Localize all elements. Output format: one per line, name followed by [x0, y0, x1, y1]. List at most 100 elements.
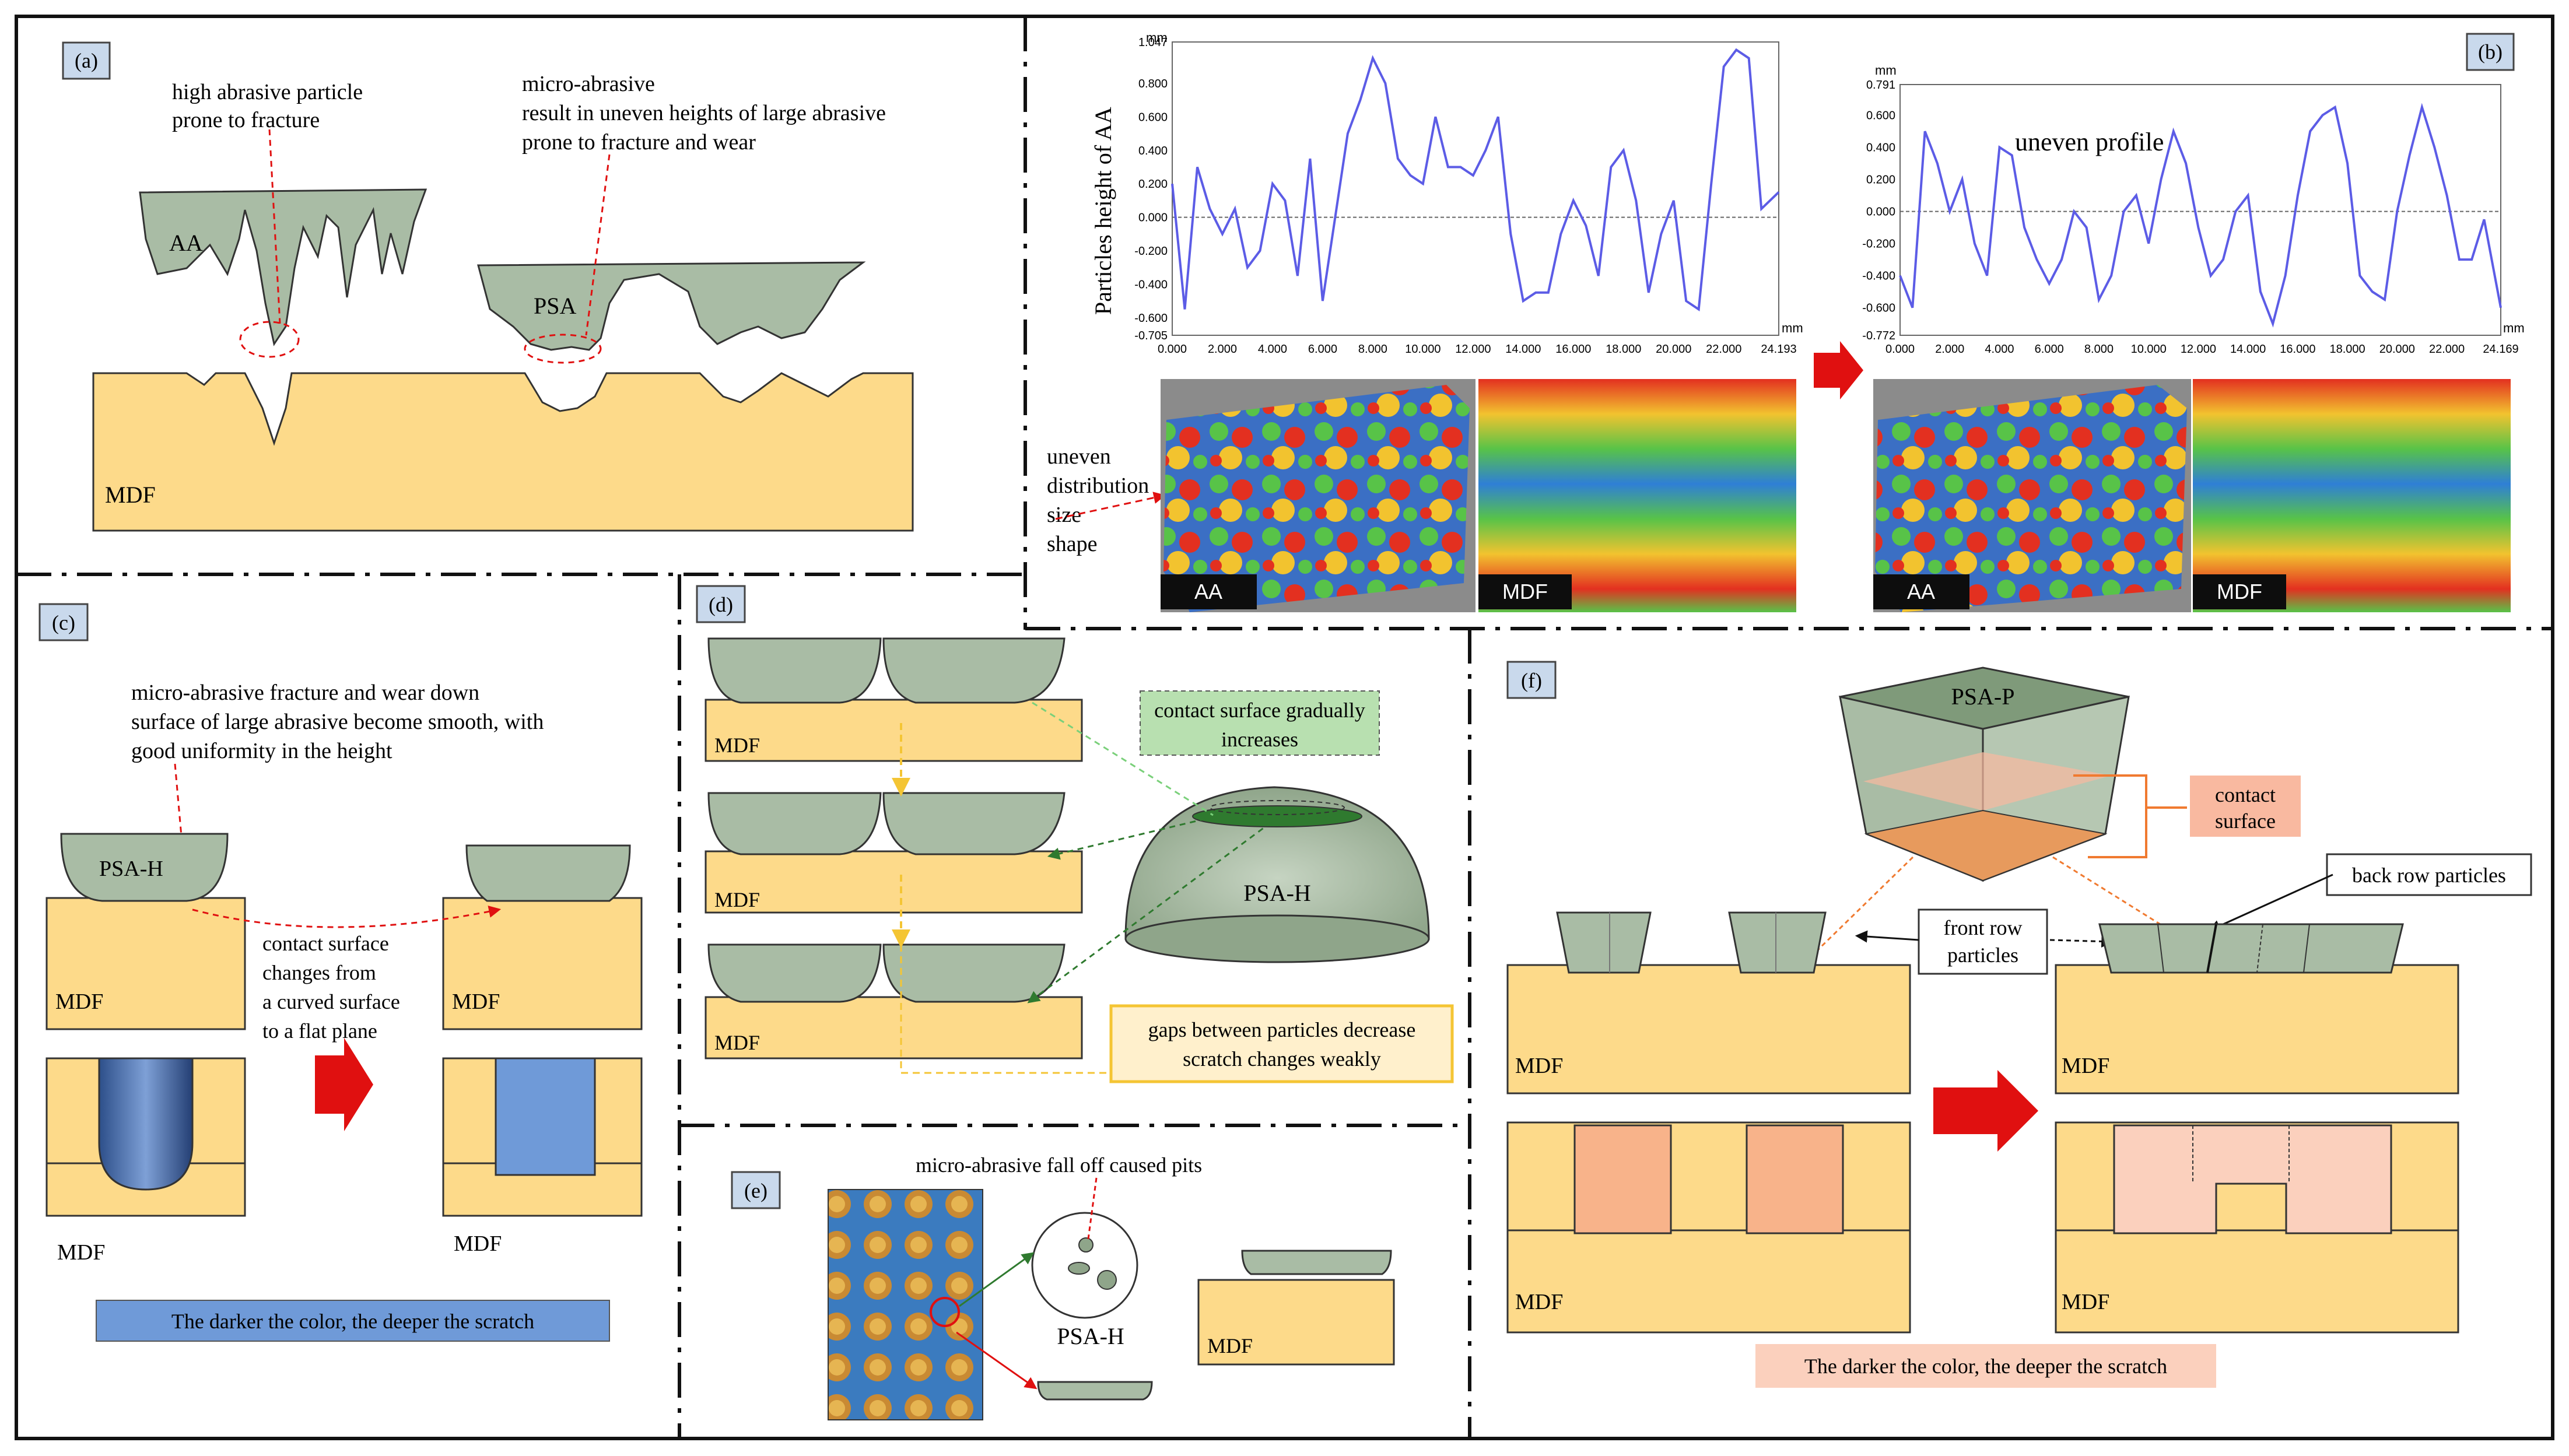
mdf-surface-after — [2193, 379, 2511, 612]
fracture-circle-2 — [524, 334, 602, 364]
c1-y-tick-label: -0.200 — [1134, 245, 1168, 258]
contact-callout-line1: contact surface gradually — [1154, 699, 1365, 722]
stage-1: MDF — [705, 637, 1083, 762]
abrasive-d1a — [707, 637, 882, 704]
panel-c-block-arrow — [315, 1038, 373, 1131]
c1-x-tick-label: 8.000 — [1358, 343, 1387, 356]
back-row-pointer — [2208, 873, 2333, 932]
outer-frame — [15, 15, 2554, 1440]
merged-scratch — [2113, 1124, 2392, 1234]
panel-a-note2-line3: prone to fracture and wear — [522, 130, 756, 155]
panel-b: (b) 1.0470.8000.6000.4000.2000.000-0.200… — [1047, 30, 2525, 612]
psa-p-label: PSA-P — [1951, 683, 2015, 710]
contact-line-3: a curved surface — [262, 990, 400, 1013]
psa-label: PSA — [534, 293, 576, 319]
pits-note-leader — [1087, 1177, 1098, 1240]
contact-ring-inner — [1210, 800, 1345, 815]
contact-pointer-3 — [1027, 821, 1272, 1004]
panel-c-note-line2: surface of large abrasive become smooth,… — [131, 710, 544, 734]
pit-3 — [1097, 1270, 1117, 1290]
c2-x-tick-label: 14.000 — [2230, 343, 2266, 356]
c2-x-tick-label: 0.000 — [1885, 343, 1915, 356]
front-row-pointer-right — [2049, 935, 2114, 948]
panel-c-note-line3: good uniformity in the height — [131, 739, 392, 763]
c1-x-tick-label: 0.000 — [1158, 343, 1187, 356]
contact-plane-mid — [1863, 752, 2111, 811]
panel-f: (f) PSA-P contact surface back row parti… — [1506, 661, 2532, 1388]
c1-x-tick-label: 20.000 — [1656, 343, 1691, 356]
pit-2 — [1068, 1262, 1090, 1275]
c1-y-tick-label: -0.705 — [1134, 329, 1168, 342]
stage-3: MDF — [705, 943, 1083, 1059]
contact-surface-line1: contact — [2215, 783, 2276, 806]
psa-h-particle-flat — [465, 844, 631, 902]
c1-x-tick-label: 6.000 — [1308, 343, 1337, 356]
c2-y-tick-label: 0.791 — [1866, 79, 1895, 92]
mdf-label-d2: MDF — [714, 888, 760, 911]
scratch-groove-2 — [1746, 1124, 1844, 1234]
abrasive-d3b — [882, 943, 1066, 1003]
mdf-label-f2: MDF — [2062, 1054, 2109, 1078]
zoom-pointer — [959, 1252, 1035, 1307]
c2-y-tick-label: -0.600 — [1862, 302, 1895, 315]
c2-y-tick-label: -0.400 — [1862, 270, 1895, 283]
chart-2-y-ticks: 0.7910.6000.4000.2000.000-0.200-0.400-0.… — [1862, 79, 1895, 342]
fracture-circle-1 — [239, 321, 300, 358]
mdf-tag-after-box — [2193, 574, 2286, 609]
merged-edge-4 — [2303, 924, 2310, 973]
c2-x-tick-label: 12.000 — [2181, 343, 2216, 356]
mdf-block-a — [92, 372, 914, 532]
c2-x-tick-label: 16.000 — [2280, 343, 2315, 356]
panel-a-note2-line2: result in uneven heights of large abrasi… — [522, 101, 886, 125]
contact-callout-line2: increases — [1221, 728, 1298, 751]
c1-x-tick-label: 4.000 — [1258, 343, 1287, 356]
panel-c-label: (c) — [52, 611, 75, 634]
chart-1-y-ticks: 1.0470.8000.6000.4000.2000.000-0.200-0.4… — [1134, 36, 1168, 342]
panel-c-legend-box — [96, 1300, 610, 1342]
pitted-abrasive-profile-2 — [1241, 1250, 1392, 1275]
chart-2-frame — [1899, 84, 2501, 336]
contact-plane-bottom — [1864, 809, 2108, 882]
c2-x-tick-label: 18.000 — [2330, 343, 2365, 356]
c1-x-tick-label: 10.000 — [1405, 343, 1441, 356]
c2-y-tick-label: 0.000 — [1866, 206, 1895, 219]
c1-y-tick-label: 0.200 — [1138, 178, 1168, 191]
mdf-label-f1: MDF — [1515, 1054, 1563, 1078]
mdf-block-e — [1197, 1279, 1395, 1366]
panel-d: (d) MDF MDF MDF PSA-H contact su — [696, 585, 1454, 1083]
mdf-label-c4: MDF — [454, 1232, 502, 1256]
chart-2-unit-y: mm — [1875, 63, 1897, 78]
fracture-leader-1 — [268, 129, 281, 324]
merged-edge-2 — [2206, 924, 2217, 973]
mdf-block-f1 — [1506, 964, 1911, 1094]
c1-x-tick-label: 18.000 — [1606, 343, 1641, 356]
panel-c-legend: The darker the color, the deeper the scr… — [171, 1310, 534, 1333]
side-note-line-3: size — [1047, 503, 1081, 527]
contact-line-2: changes from — [262, 961, 376, 984]
panel-f-block-arrow — [1933, 1070, 2038, 1152]
gaps-callout-line2: scratch changes weakly — [1183, 1047, 1381, 1071]
contact-callout-box — [1140, 690, 1380, 756]
c1-y-tick-label: 1.047 — [1138, 36, 1168, 49]
fracture-leader-2 — [585, 154, 611, 336]
front-row-pointer-left — [1855, 930, 1919, 943]
panel-c-label-box — [38, 603, 89, 641]
chart-1-frame — [1172, 41, 1779, 336]
panel-e-label: (e) — [744, 1179, 767, 1202]
contact-line-1: contact surface — [262, 932, 389, 955]
pit-1 — [1078, 1237, 1094, 1252]
front-particle-2 — [1728, 911, 1827, 974]
front-row-box — [1918, 908, 2048, 975]
panel-f-legend-box — [1755, 1344, 2216, 1388]
stage-2: MDF — [705, 792, 1083, 914]
aa-label: AA — [169, 230, 203, 256]
panel-f-label-box — [1506, 661, 1557, 699]
contact-surface-box — [2190, 776, 2301, 837]
panel-a-note1-line2: prone to fracture — [172, 108, 320, 132]
c1-y-tick-label: 0.000 — [1138, 212, 1168, 224]
abrasive-d2a — [707, 792, 882, 855]
panel-c-note-line1: micro-abrasive fracture and wear down — [131, 680, 479, 705]
mdf-label-d1: MDF — [714, 734, 760, 757]
